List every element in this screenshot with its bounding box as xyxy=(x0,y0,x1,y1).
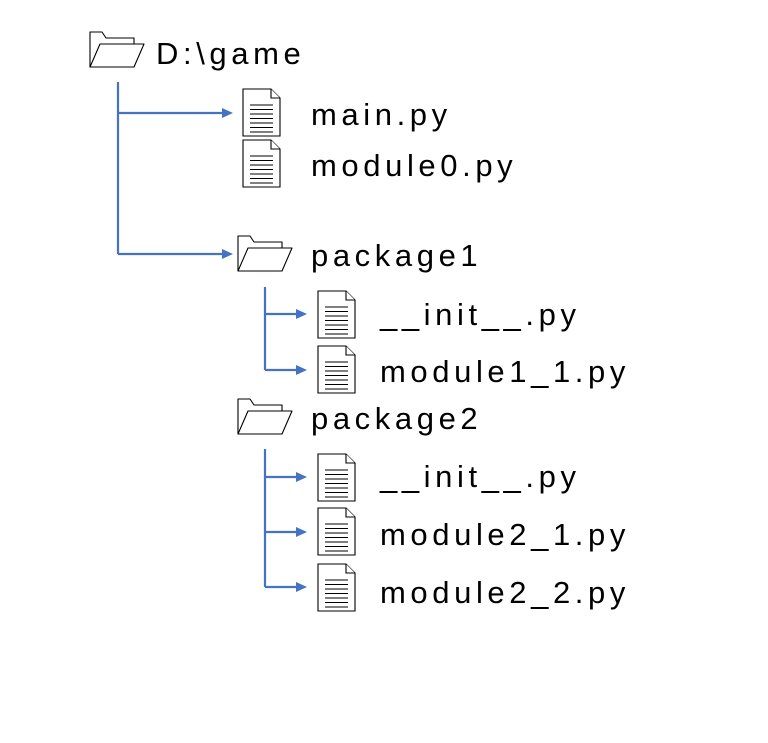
file-icon xyxy=(317,453,356,502)
arrowhead-p2-init xyxy=(296,472,307,482)
file-icon xyxy=(317,290,356,339)
tree-node-package1[interactable]: package1 xyxy=(237,235,482,273)
arrowhead-p1-module xyxy=(296,365,307,375)
file-label: __init__.py xyxy=(379,459,581,494)
file-icon xyxy=(242,139,281,188)
tree-node-file[interactable]: module2_2.py xyxy=(317,563,630,612)
arrowhead-main xyxy=(222,108,233,118)
arrowhead-p1-init xyxy=(296,309,307,319)
tree-node-root[interactable]: D:\game xyxy=(89,31,305,71)
folder-icon xyxy=(237,398,293,435)
arrowhead-package1 xyxy=(222,249,233,259)
connector-package2 xyxy=(263,449,298,589)
tree-node-file[interactable]: module1_1.py xyxy=(317,345,630,394)
folder-icon xyxy=(237,235,293,272)
file-icon xyxy=(317,507,356,556)
file-label: module0.py xyxy=(311,148,517,183)
file-icon xyxy=(317,563,356,612)
tree-node-file[interactable]: __init__.py xyxy=(317,453,581,502)
package-label: package2 xyxy=(311,401,482,436)
connectors xyxy=(116,82,307,592)
tree-node-file[interactable]: main.py xyxy=(242,88,452,137)
file-label: module2_2.py xyxy=(380,575,630,610)
file-label: module1_1.py xyxy=(380,354,630,389)
file-icon xyxy=(317,345,356,394)
arrowhead-p2-module1 xyxy=(296,527,307,537)
file-icon xyxy=(242,88,281,137)
file-label: main.py xyxy=(311,97,452,132)
tree-node-file[interactable]: module2_1.py xyxy=(317,507,630,556)
package-label: package1 xyxy=(311,238,482,273)
root-folder-label: D:\game xyxy=(156,36,305,71)
file-label: module2_1.py xyxy=(380,517,630,552)
arrowhead-p2-module2 xyxy=(296,582,307,592)
folder-icon xyxy=(89,31,145,68)
tree-node-file[interactable]: module0.py xyxy=(242,139,517,188)
connector-root xyxy=(116,82,225,256)
file-label: __init__.py xyxy=(379,297,581,332)
tree-node-package2[interactable]: package2 xyxy=(237,398,482,436)
connector-package1 xyxy=(263,287,298,372)
tree-node-file[interactable]: __init__.py xyxy=(317,290,581,339)
